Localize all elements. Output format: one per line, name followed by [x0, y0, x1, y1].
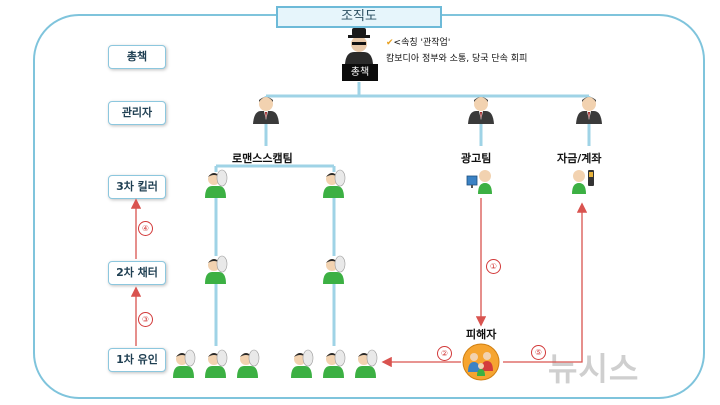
level-manager: 관리자: [108, 101, 166, 125]
lure-icon: [172, 349, 196, 379]
step-2-marker: ②: [437, 346, 452, 361]
chatter-icon: [204, 255, 228, 285]
boss-label: 총책: [342, 64, 378, 81]
step-5-marker: ⑤: [531, 345, 546, 360]
lure-icon: [322, 349, 346, 379]
team-label-funds: 자금/계좌: [557, 152, 602, 165]
lure-icon: [236, 349, 260, 379]
hierarchy-connectors: [214, 82, 591, 346]
step-1-marker: ①: [486, 259, 501, 274]
manager-icon: [576, 97, 602, 124]
manager-icon: [253, 97, 279, 124]
level-2nd-chatter: 2차 채터: [108, 261, 166, 285]
victim-family-icon: [462, 343, 500, 381]
step-4-marker: ④: [138, 221, 153, 236]
level-boss: 총책: [108, 45, 166, 69]
step-3-marker: ③: [138, 312, 153, 327]
level-1st-lure: 1차 유인: [108, 348, 166, 372]
victim-label: 피해자: [466, 328, 497, 341]
flow-arrows: [130, 198, 588, 368]
boss-note-description: 캄보디아 정부와 소통, 당국 단속 회피: [386, 54, 528, 64]
arrow-victim-to-funds: [503, 202, 588, 363]
chatter-icon: [322, 255, 346, 285]
lure-icon: [204, 349, 228, 379]
boss-icon: [345, 28, 373, 64]
watermark: 뉴시스: [548, 350, 640, 388]
killer-icon: [322, 169, 346, 199]
lure-icon: [290, 349, 314, 379]
computer-user-icon: [466, 170, 492, 194]
boss-note-title: ✔<속칭 '관작업': [386, 38, 451, 48]
phone-user-icon: [572, 170, 594, 194]
team-label-romance: 로맨스스캠팀: [232, 152, 293, 165]
team-label-ads: 광고팀: [461, 152, 492, 165]
org-chart-title: 조직도: [276, 6, 442, 28]
manager-icon: [468, 97, 494, 124]
killer-icon: [204, 169, 228, 199]
lure-icon: [354, 349, 378, 379]
